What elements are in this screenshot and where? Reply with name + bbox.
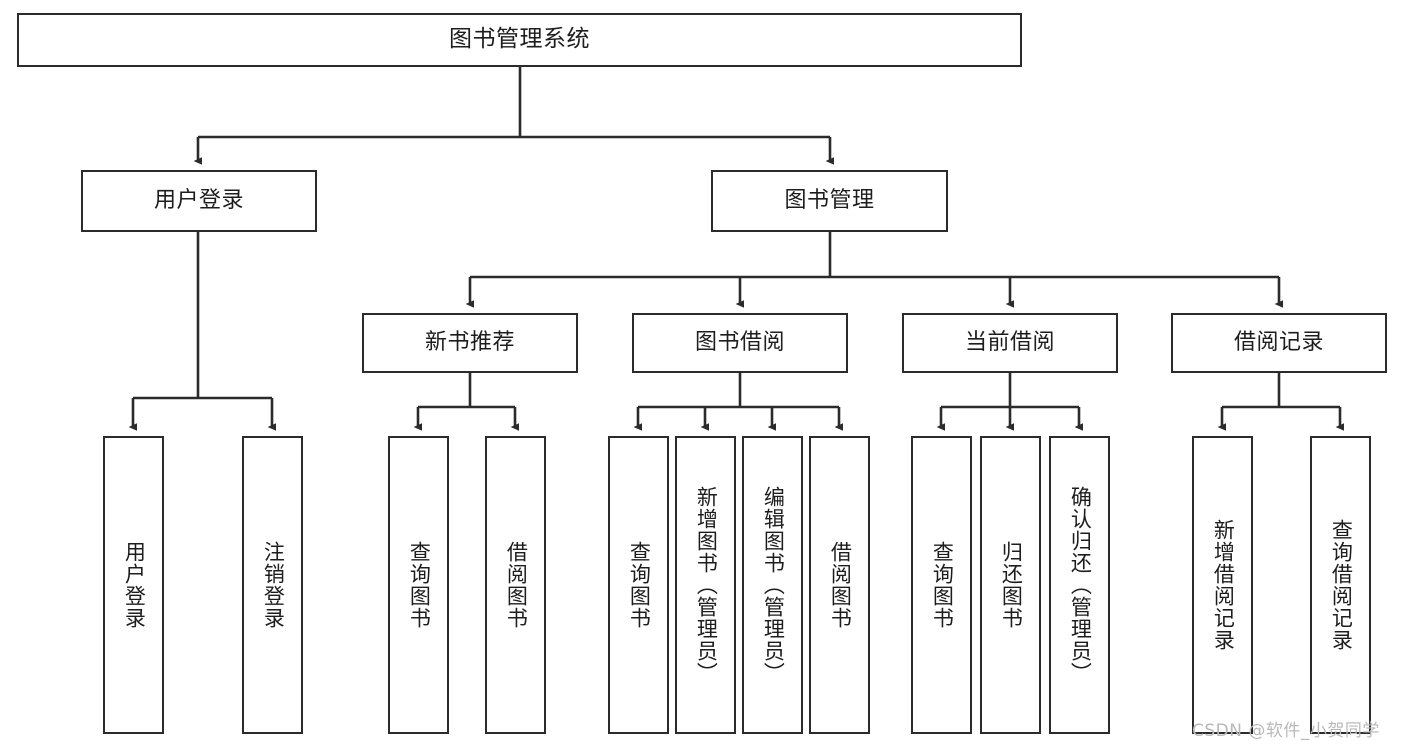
leaf-query-book-borrow[interactable]: 查询图书 (608, 436, 669, 734)
node-new-book-recommend[interactable]: 新书推荐 (362, 313, 578, 373)
node-label: 查询图书 (407, 541, 432, 629)
leaf-query-book-current[interactable]: 查询图书 (911, 436, 972, 734)
leaf-return-book[interactable]: 归还图书 (980, 436, 1041, 734)
node-label: 查询图书 (627, 541, 652, 629)
node-label: 查询借阅记录 (1329, 519, 1354, 651)
leaf-query-book-recommend[interactable]: 查询图书 (388, 436, 449, 734)
node-label: 新书推荐 (424, 329, 515, 355)
node-current-borrow[interactable]: 当前借阅 (902, 313, 1118, 373)
node-label: 新增借阅记录 (1211, 519, 1236, 651)
node-book-management[interactable]: 图书管理 (711, 170, 948, 232)
leaf-edit-book-admin[interactable]: 编辑图书（管理员） (742, 436, 803, 734)
node-label: 图书借阅 (694, 329, 785, 355)
watermark-text: CSDN @软件_小贺同学 (1192, 721, 1380, 741)
node-label: 编辑图书（管理员） (761, 486, 786, 684)
node-label: 图书管理 (784, 187, 875, 213)
node-book-borrow[interactable]: 图书借阅 (632, 313, 848, 373)
node-label: 新增图书（管理员） (694, 486, 719, 684)
node-label: 归还图书 (999, 541, 1024, 629)
leaf-query-borrow-record[interactable]: 查询借阅记录 (1310, 436, 1371, 734)
node-label: 用户登录 (122, 541, 147, 629)
leaf-user-login[interactable]: 用户登录 (103, 436, 164, 734)
node-label: 当前借阅 (964, 329, 1055, 355)
node-borrow-record[interactable]: 借阅记录 (1171, 313, 1387, 373)
leaf-borrow-book-recommend[interactable]: 借阅图书 (485, 436, 546, 734)
node-user-login[interactable]: 用户登录 (81, 170, 317, 232)
node-label: 用户登录 (153, 187, 244, 213)
node-label: 图书管理系统 (449, 26, 590, 53)
node-label: 借阅图书 (504, 541, 529, 629)
node-label: 借阅图书 (828, 541, 853, 629)
leaf-add-book-admin[interactable]: 新增图书（管理员） (675, 436, 736, 734)
node-book-management-system[interactable]: 图书管理系统 (17, 13, 1022, 67)
node-label: 注销登录 (261, 541, 286, 629)
node-label: 借阅记录 (1233, 329, 1324, 355)
leaf-confirm-return-admin[interactable]: 确认归还（管理员） (1049, 436, 1110, 734)
leaf-borrow-book[interactable]: 借阅图书 (809, 436, 870, 734)
leaf-logout[interactable]: 注销登录 (242, 436, 303, 734)
node-label: 确认归还（管理员） (1068, 486, 1093, 684)
node-label: 查询图书 (930, 541, 955, 629)
leaf-add-borrow-record[interactable]: 新增借阅记录 (1192, 436, 1253, 734)
